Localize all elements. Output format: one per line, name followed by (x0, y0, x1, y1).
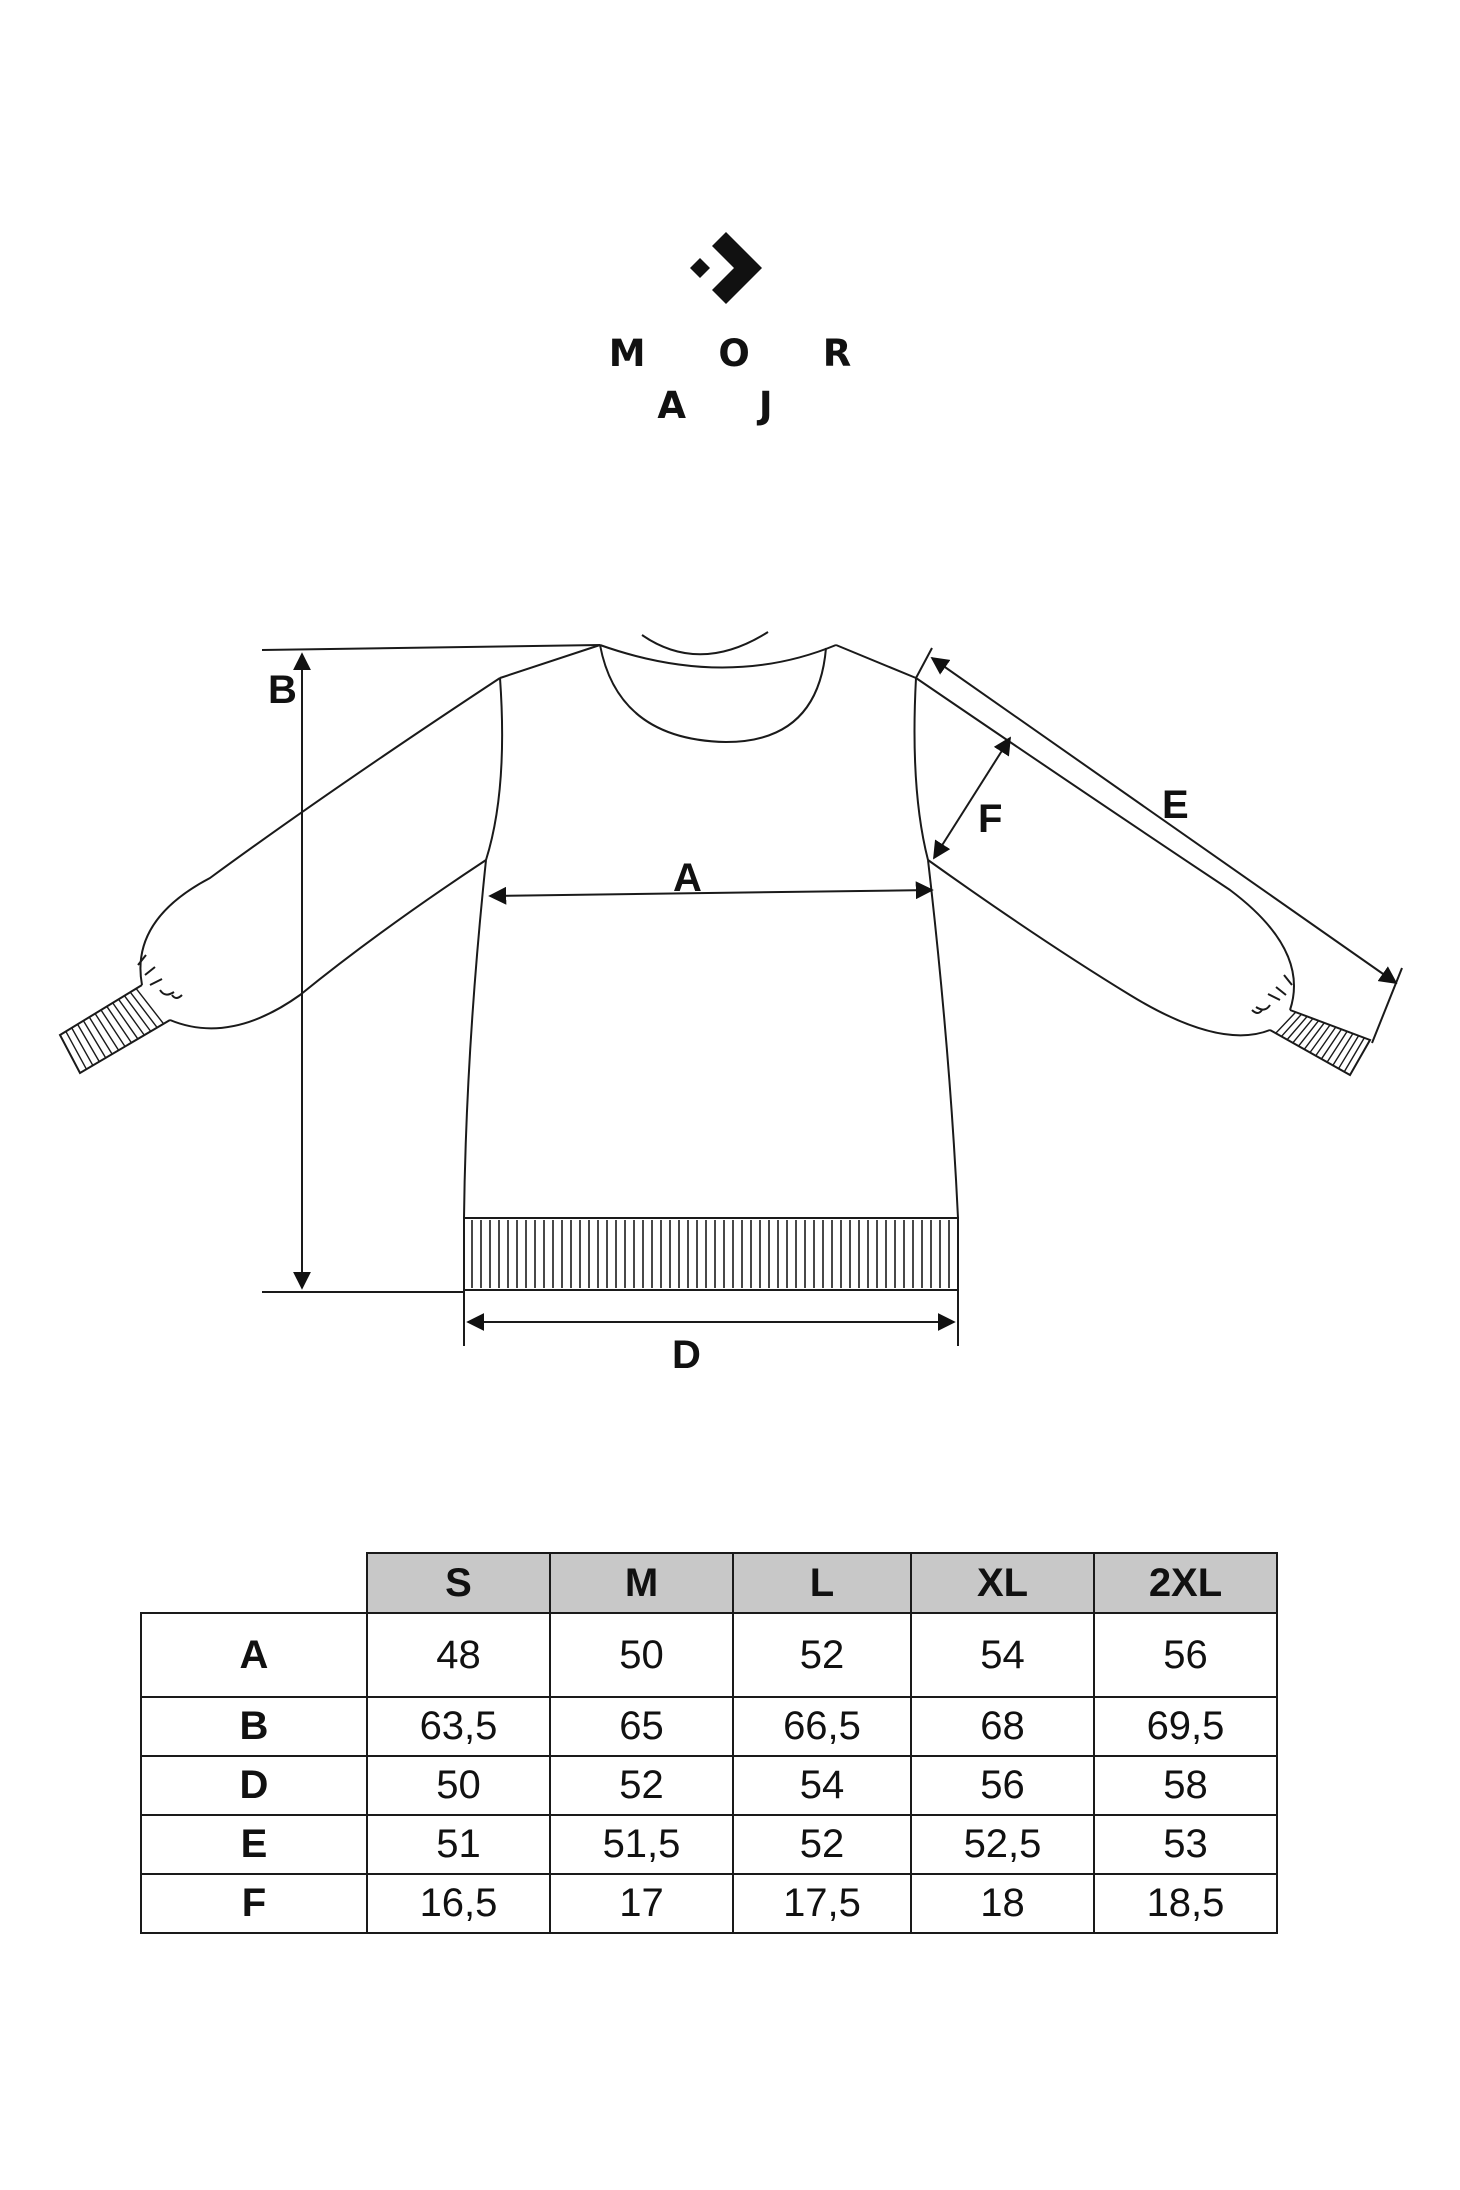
size-header-row: S M L XL 2XL (141, 1552, 1278, 1614)
label-a: A (673, 856, 702, 900)
e-top-guide (915, 647, 933, 679)
cell: 50 (549, 1612, 734, 1698)
left-cuff (58, 984, 171, 1075)
neck-inner (641, 631, 769, 656)
table-row: B 63,5 65 66,5 68 69,5 (140, 1696, 1278, 1757)
table-row: E 51 51,5 52 52,5 53 (140, 1814, 1278, 1875)
cell: 63,5 (366, 1696, 551, 1757)
cell: 54 (732, 1755, 912, 1816)
cell: 17,5 (732, 1873, 912, 1934)
cell: 16,5 (366, 1873, 551, 1934)
cell: 56 (1093, 1612, 1278, 1698)
right-side (927, 859, 959, 1219)
hem-band (463, 1217, 959, 1291)
row-label: E (140, 1814, 368, 1875)
sweater-outline (58, 631, 1372, 1291)
table-row: F 16,5 17 17,5 18 18,5 (140, 1873, 1278, 1934)
left-side (463, 859, 487, 1219)
cell: 69,5 (1093, 1696, 1278, 1757)
size-header-l: L (732, 1552, 912, 1614)
row-label: A (140, 1612, 368, 1698)
label-f: F (978, 797, 1002, 841)
left-sleeve-top (139, 677, 501, 986)
left-shoulder (499, 644, 601, 679)
cell: 17 (549, 1873, 734, 1934)
left-sleeve-bottom (169, 859, 487, 1030)
size-header-m: M (549, 1552, 734, 1614)
right-cuff-ribbing (1275, 1011, 1365, 1073)
f-dimension-line (933, 736, 1011, 860)
size-header-xl: XL (910, 1552, 1095, 1614)
cell: 52 (732, 1814, 912, 1875)
cell: 18,5 (1093, 1873, 1278, 1934)
dimension-lines (261, 644, 1403, 1346)
neck-outer (599, 644, 827, 744)
cell: 50 (366, 1755, 551, 1816)
cell: 51 (366, 1814, 551, 1875)
label-b: B (268, 668, 297, 712)
cell: 52 (732, 1612, 912, 1698)
a-dimension-line (488, 881, 934, 905)
e-dimension-line (930, 656, 1398, 985)
right-cuff-detail (1251, 974, 1293, 1014)
right-sleeve-bottom (927, 859, 1271, 1037)
cell: 56 (910, 1755, 1095, 1816)
table-corner (141, 1553, 367, 1613)
right-shoulder (835, 644, 917, 679)
size-header-2xl: 2XL (1093, 1552, 1278, 1614)
cell: 68 (910, 1696, 1095, 1757)
cell: 18 (910, 1873, 1095, 1934)
size-header-s: S (366, 1552, 551, 1614)
cell: 66,5 (732, 1696, 912, 1757)
cell: 48 (366, 1612, 551, 1698)
cell: 53 (1093, 1814, 1278, 1875)
hem-ribbing (471, 1220, 950, 1288)
moraj-logo-icon (690, 232, 762, 304)
brand-name: M O R A J (608, 332, 882, 427)
left-cuff-detail (137, 954, 183, 999)
left-cuff-ribbing (65, 988, 165, 1070)
cell: 65 (549, 1696, 734, 1757)
cell: 52,5 (910, 1814, 1095, 1875)
row-label: B (140, 1696, 368, 1757)
cell: 51,5 (549, 1814, 734, 1875)
e-bottom-guide (1371, 967, 1403, 1044)
row-label: F (140, 1873, 368, 1934)
right-armhole (913, 677, 929, 861)
label-e: E (1162, 783, 1189, 827)
cell: 54 (910, 1612, 1095, 1698)
neck-collar (599, 644, 837, 669)
table-row: A 48 50 52 54 56 (140, 1612, 1278, 1698)
b-top-guide (261, 644, 601, 651)
table-row: D 50 52 54 56 58 (140, 1755, 1278, 1816)
size-table: S M L XL 2XL A 48 50 52 54 56 B 63,5 65 … (140, 1552, 1278, 1934)
cell: 58 (1093, 1755, 1278, 1816)
row-label: D (140, 1755, 368, 1816)
label-d: D (672, 1333, 701, 1377)
right-sleeve-top (915, 677, 1295, 1011)
sweater-diagram: B A D E F (58, 631, 1403, 1377)
cell: 52 (549, 1755, 734, 1816)
left-armhole (485, 677, 504, 861)
